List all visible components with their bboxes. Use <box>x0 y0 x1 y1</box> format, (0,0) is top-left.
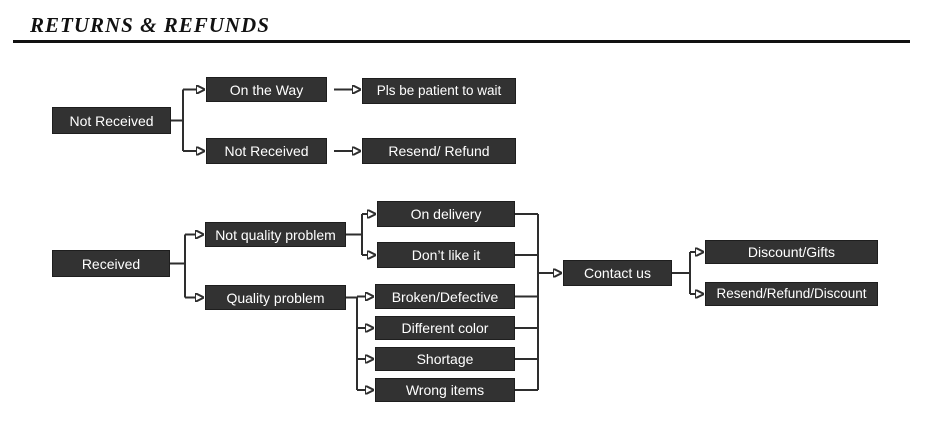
node-received: Received <box>52 250 170 277</box>
node-resend-refund-discount: Resend/Refund/Discount <box>705 282 878 306</box>
node-on-the-way: On the Way <box>206 77 327 102</box>
node-pls-be-patient: Pls be patient to wait <box>362 78 516 104</box>
node-shortage: Shortage <box>375 347 515 371</box>
node-different-color: Different color <box>375 316 515 340</box>
page-title: RETURNS & REFUNDS <box>30 13 270 37</box>
node-broken-defective: Broken/Defective <box>375 284 515 309</box>
node-not-received: Not Received <box>52 107 171 134</box>
node-wrong-items: Wrong items <box>375 378 515 402</box>
title-underline <box>13 40 910 43</box>
node-on-delivery: On delivery <box>377 201 515 227</box>
node-not-quality-problem: Not quality problem <box>205 222 346 247</box>
node-not-received-2: Not Received <box>206 138 327 164</box>
node-resend-refund: Resend/ Refund <box>362 138 516 164</box>
node-discount-gifts: Discount/Gifts <box>705 240 878 264</box>
node-contact-us: Contact us <box>563 260 672 286</box>
node-dont-like-it: Don’t like it <box>377 242 515 268</box>
connector-segments <box>170 89 691 391</box>
node-quality-problem: Quality problem <box>205 285 346 310</box>
